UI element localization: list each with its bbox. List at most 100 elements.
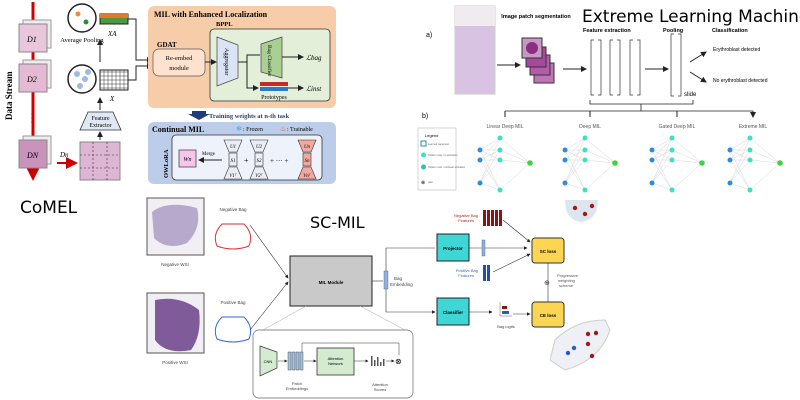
svg-text:Aggregator: Aggregator	[223, 48, 229, 75]
classifier-box	[436, 297, 470, 326]
wn-matrix	[178, 149, 197, 168]
hidden-node	[582, 187, 588, 193]
hidden-node	[582, 157, 588, 163]
svg-text:Learned parameter: Learned parameter	[428, 143, 449, 146]
hidden-node	[747, 187, 753, 193]
slide-dn: DN	[18, 135, 52, 169]
negative-wsi-label: Negative WSI	[161, 262, 189, 267]
slides-ellipsis: ⋮	[26, 111, 38, 125]
hidden-node	[747, 157, 753, 163]
owlora-label: OWLoRA	[163, 149, 170, 178]
x-feature-grid	[99, 69, 129, 91]
svg-text:Un: Un	[304, 145, 311, 150]
bag-logits-label: Bag logits	[497, 324, 515, 329]
attention-network-block	[316, 347, 355, 376]
patch-embeddings	[287, 351, 304, 371]
down-arrow-icon	[188, 111, 210, 120]
feature-extractor	[79, 111, 122, 131]
svg-text:D2: D2	[26, 75, 37, 84]
svg-text:Classifier: Classifier	[443, 310, 464, 315]
svg-text:Hidden node, no activation: Hidden node, no activation	[428, 154, 458, 157]
output-node	[699, 160, 705, 166]
svg-text:Bag Classifier: Bag Classifier	[266, 45, 273, 76]
svg-text:MIL Module: MIL Module	[319, 280, 344, 285]
output-node	[777, 160, 783, 166]
bppl-label: BPPL	[216, 21, 233, 28]
positive-bag-icon	[214, 316, 252, 343]
hidden-node	[497, 147, 503, 153]
comel-title: CoMEL	[20, 198, 78, 218]
svg-text:Extractor: Extractor	[89, 123, 111, 129]
gdat-label: GDAT	[157, 41, 177, 49]
negative-bag-icon	[214, 223, 252, 250]
training-note: Training weights at n-th task	[209, 113, 289, 120]
slide-label: slide	[684, 92, 697, 98]
step-pooling: Pooling	[663, 28, 683, 34]
hidden-node	[669, 187, 675, 193]
hidden-node-icon	[421, 152, 426, 158]
hidden-node	[669, 147, 675, 153]
hidden-node	[747, 135, 753, 141]
elm-title: Extreme Learning Machines	[582, 7, 800, 27]
negative-bag-label: Negative Bag	[219, 207, 247, 212]
network-extreme-mil: Extreme MIL	[739, 124, 768, 130]
svg-text:Legend: Legend	[425, 133, 438, 138]
svg-text:Vnᵀ: Vnᵀ	[303, 173, 312, 179]
svg-text:U1: U1	[230, 145, 236, 150]
svg-text:S2: S2	[257, 159, 263, 164]
positive-features-bars	[483, 265, 490, 281]
hidden-node	[497, 157, 503, 163]
svg-text:U2: U2	[256, 145, 263, 150]
input-node	[727, 147, 733, 153]
svg-text:D1: D1	[26, 35, 37, 44]
svg-text:gate: gate	[428, 181, 433, 184]
scmil-diagram: SC-MIL Negative WSI Positive WSI Negativ…	[146, 197, 611, 399]
bag-logits-chart	[499, 302, 512, 317]
input-node	[649, 157, 655, 163]
scmil-title: SC-MIL	[310, 213, 365, 232]
merge-label: Merge	[202, 152, 216, 157]
average-pooling-label: Average Pooling	[60, 37, 104, 44]
svg-text:V1ᵀ: V1ᵀ	[229, 173, 238, 179]
owlora-box	[171, 134, 323, 181]
hidden-node	[669, 135, 675, 141]
bag-classifier	[260, 36, 283, 79]
hidden-node	[669, 157, 675, 163]
hidden-node	[747, 147, 753, 153]
cnn-block	[259, 345, 278, 377]
average-pooling-circle	[67, 3, 97, 33]
continual-mil-title: Continual MIL	[152, 125, 204, 134]
prototypes-label: Prototypes	[261, 95, 287, 101]
output-node	[527, 160, 533, 166]
svg-text:V2ᵀ: V2ᵀ	[255, 173, 264, 179]
svg-text:Projector: Projector	[443, 246, 463, 251]
sum-icon: ⊕	[544, 280, 550, 287]
positive-wsi-label: Positive WSI	[162, 360, 188, 365]
legend: Legend Learned parameter Hidden node, no…	[417, 127, 466, 191]
svg-text:DN: DN	[26, 151, 39, 160]
input-node	[649, 147, 655, 153]
patch-grid-image	[79, 141, 121, 181]
svg-text:SC loss: SC loss	[540, 249, 557, 254]
slide-d1: D1	[18, 19, 52, 53]
gate-icon: ⊗	[421, 180, 425, 186]
feature-vectors	[590, 39, 641, 96]
svg-text:S1: S1	[231, 159, 236, 164]
svg-text:CE loss: CE loss	[540, 313, 557, 318]
svg-text:: Trainable: : Trainable	[287, 127, 313, 133]
hidden-node	[582, 147, 588, 153]
data-stream-label: Data Stream	[4, 71, 14, 120]
svg-text:: Frozen: : Frozen	[243, 127, 263, 133]
lora-block-1: U1 S1 V1ᵀ	[223, 139, 243, 180]
outcome-positive: Erythroblast detected	[713, 47, 760, 53]
step-segmentation: Image patch segmentation	[501, 14, 571, 20]
xa-label: XA	[107, 30, 117, 38]
network-deep-mil: Deep MIL	[579, 124, 601, 130]
